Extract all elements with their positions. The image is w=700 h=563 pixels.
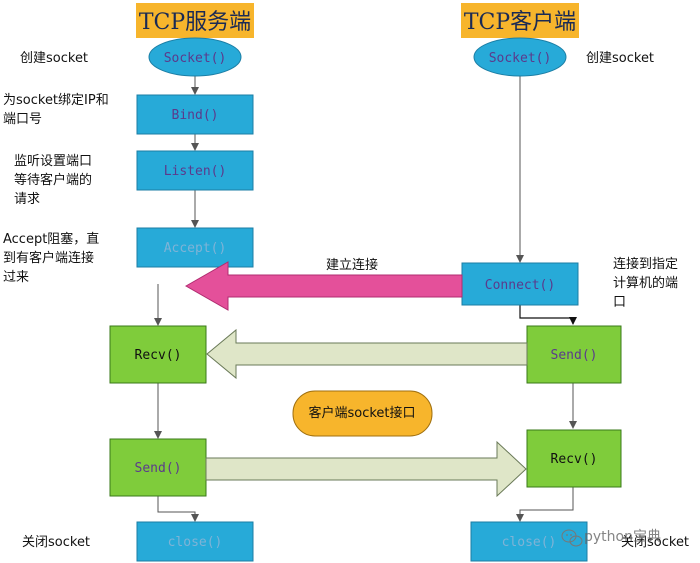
- connect-note-line3: 口: [613, 295, 626, 310]
- server-accept-node: [136, 227, 254, 268]
- server-listen-node: [136, 150, 254, 191]
- client-send-label: Send(): [551, 348, 598, 363]
- accept-note-line2: 到有客户端连接: [3, 250, 94, 266]
- client-title: TCP客户端: [464, 10, 576, 35]
- server-socket-label: Socket(): [164, 51, 227, 66]
- server-title-box: [136, 3, 254, 38]
- connect-note-line1: 连接到指定: [613, 256, 678, 272]
- client-recv-label: Recv(): [551, 452, 598, 467]
- client-title-box: [461, 3, 579, 38]
- connector-send-close: [157, 496, 199, 522]
- establish-connection-label: 建立连接: [326, 257, 378, 273]
- client-close-socket-note: 关闭socket: [621, 535, 689, 550]
- connector-client-recv-close: [516, 487, 574, 522]
- client-connect-node: [461, 262, 579, 306]
- server-close-node: [136, 521, 254, 562]
- client-create-socket-note: 创建socket: [586, 51, 654, 66]
- bind-note-line1: 为socket绑定IP和: [3, 93, 109, 108]
- listen-note-line2: 等待客户端的: [14, 172, 92, 188]
- socket-interface-label: 客户端socket接口: [308, 405, 415, 421]
- client-connect-label: Connect(): [485, 278, 555, 293]
- accept-note-line3: 过来: [3, 270, 29, 285]
- client-socket-label: Socket(): [489, 51, 552, 66]
- connector-connect-send: [519, 305, 577, 325]
- client-to-server-data-arrow: [206, 328, 528, 380]
- client-recv-node: [526, 429, 622, 488]
- server-bind-label: Bind(): [172, 108, 219, 123]
- server-listen-label: Listen(): [164, 164, 227, 179]
- connect-note-line2: 计算机的端: [613, 275, 678, 291]
- wechat-icon: [561, 529, 583, 547]
- server-close-label: close(): [168, 535, 223, 550]
- listen-note-line1: 监听设置端口: [14, 154, 92, 169]
- listen-note-line3: 请求: [14, 192, 40, 207]
- server-create-socket-note: 创建socket: [20, 51, 88, 66]
- server-recv-node: [109, 325, 207, 384]
- server-bind-node: [136, 94, 254, 135]
- watermark-text: python宝典: [584, 529, 661, 545]
- client-socket-node: [473, 37, 567, 77]
- server-socket-node: [148, 37, 242, 77]
- bind-note-line2: 端口号: [3, 112, 42, 127]
- server-recv-label: Recv(): [135, 348, 182, 363]
- establish-connection-arrow: [184, 261, 463, 311]
- socket-interface-pill: [292, 390, 433, 437]
- server-title: TCP服务端: [139, 10, 251, 35]
- client-send-node: [526, 325, 622, 384]
- server-close-socket-note: 关闭socket: [22, 535, 90, 550]
- server-send-label: Send(): [135, 461, 182, 476]
- server-to-client-data-arrow: [205, 440, 527, 498]
- server-accept-label: Accept(): [164, 241, 227, 256]
- accept-note-line1: Accept阻塞，直: [3, 231, 99, 247]
- client-close-label: close(): [502, 535, 557, 550]
- server-send-node: [109, 438, 207, 497]
